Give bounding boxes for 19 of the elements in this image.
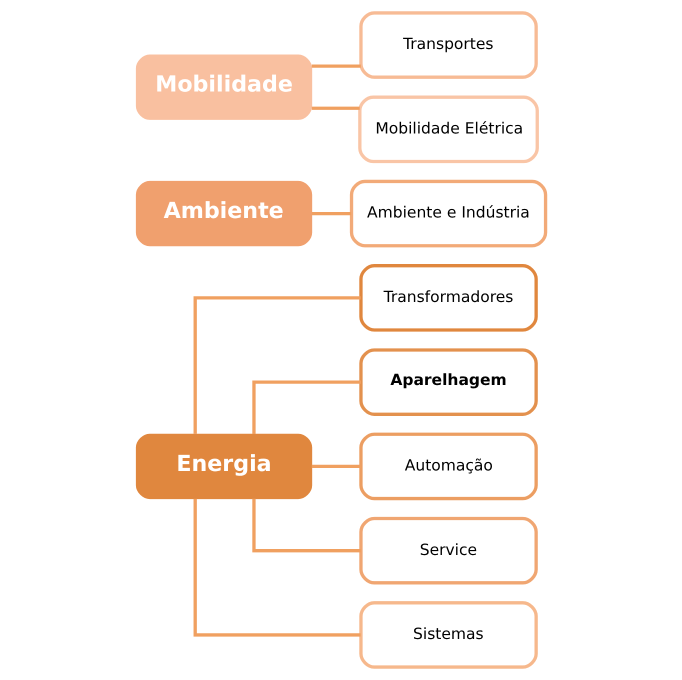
connector: [194, 498, 361, 637]
node-box: Transportes: [359, 11, 538, 79]
connector: [252, 380, 361, 434]
connector: [194, 296, 361, 434]
node-box: Ambiente: [136, 180, 312, 246]
node-box: Energia: [136, 434, 312, 500]
node-box: Mobilidade Elétrica: [358, 96, 539, 164]
node-box: Aparelhagem: [359, 348, 538, 416]
connector: [312, 64, 361, 68]
node-box: Mobilidade: [136, 54, 312, 120]
node-box: Transformadores: [359, 264, 538, 332]
connector: [312, 464, 361, 468]
node-box: Ambiente e Indústria: [350, 180, 548, 248]
node-box: Automação: [359, 432, 538, 500]
connector: [312, 106, 360, 110]
connector: [252, 498, 361, 552]
connector: [312, 212, 352, 216]
node-box: Service: [359, 516, 538, 584]
node-box: Sistemas: [359, 601, 538, 669]
